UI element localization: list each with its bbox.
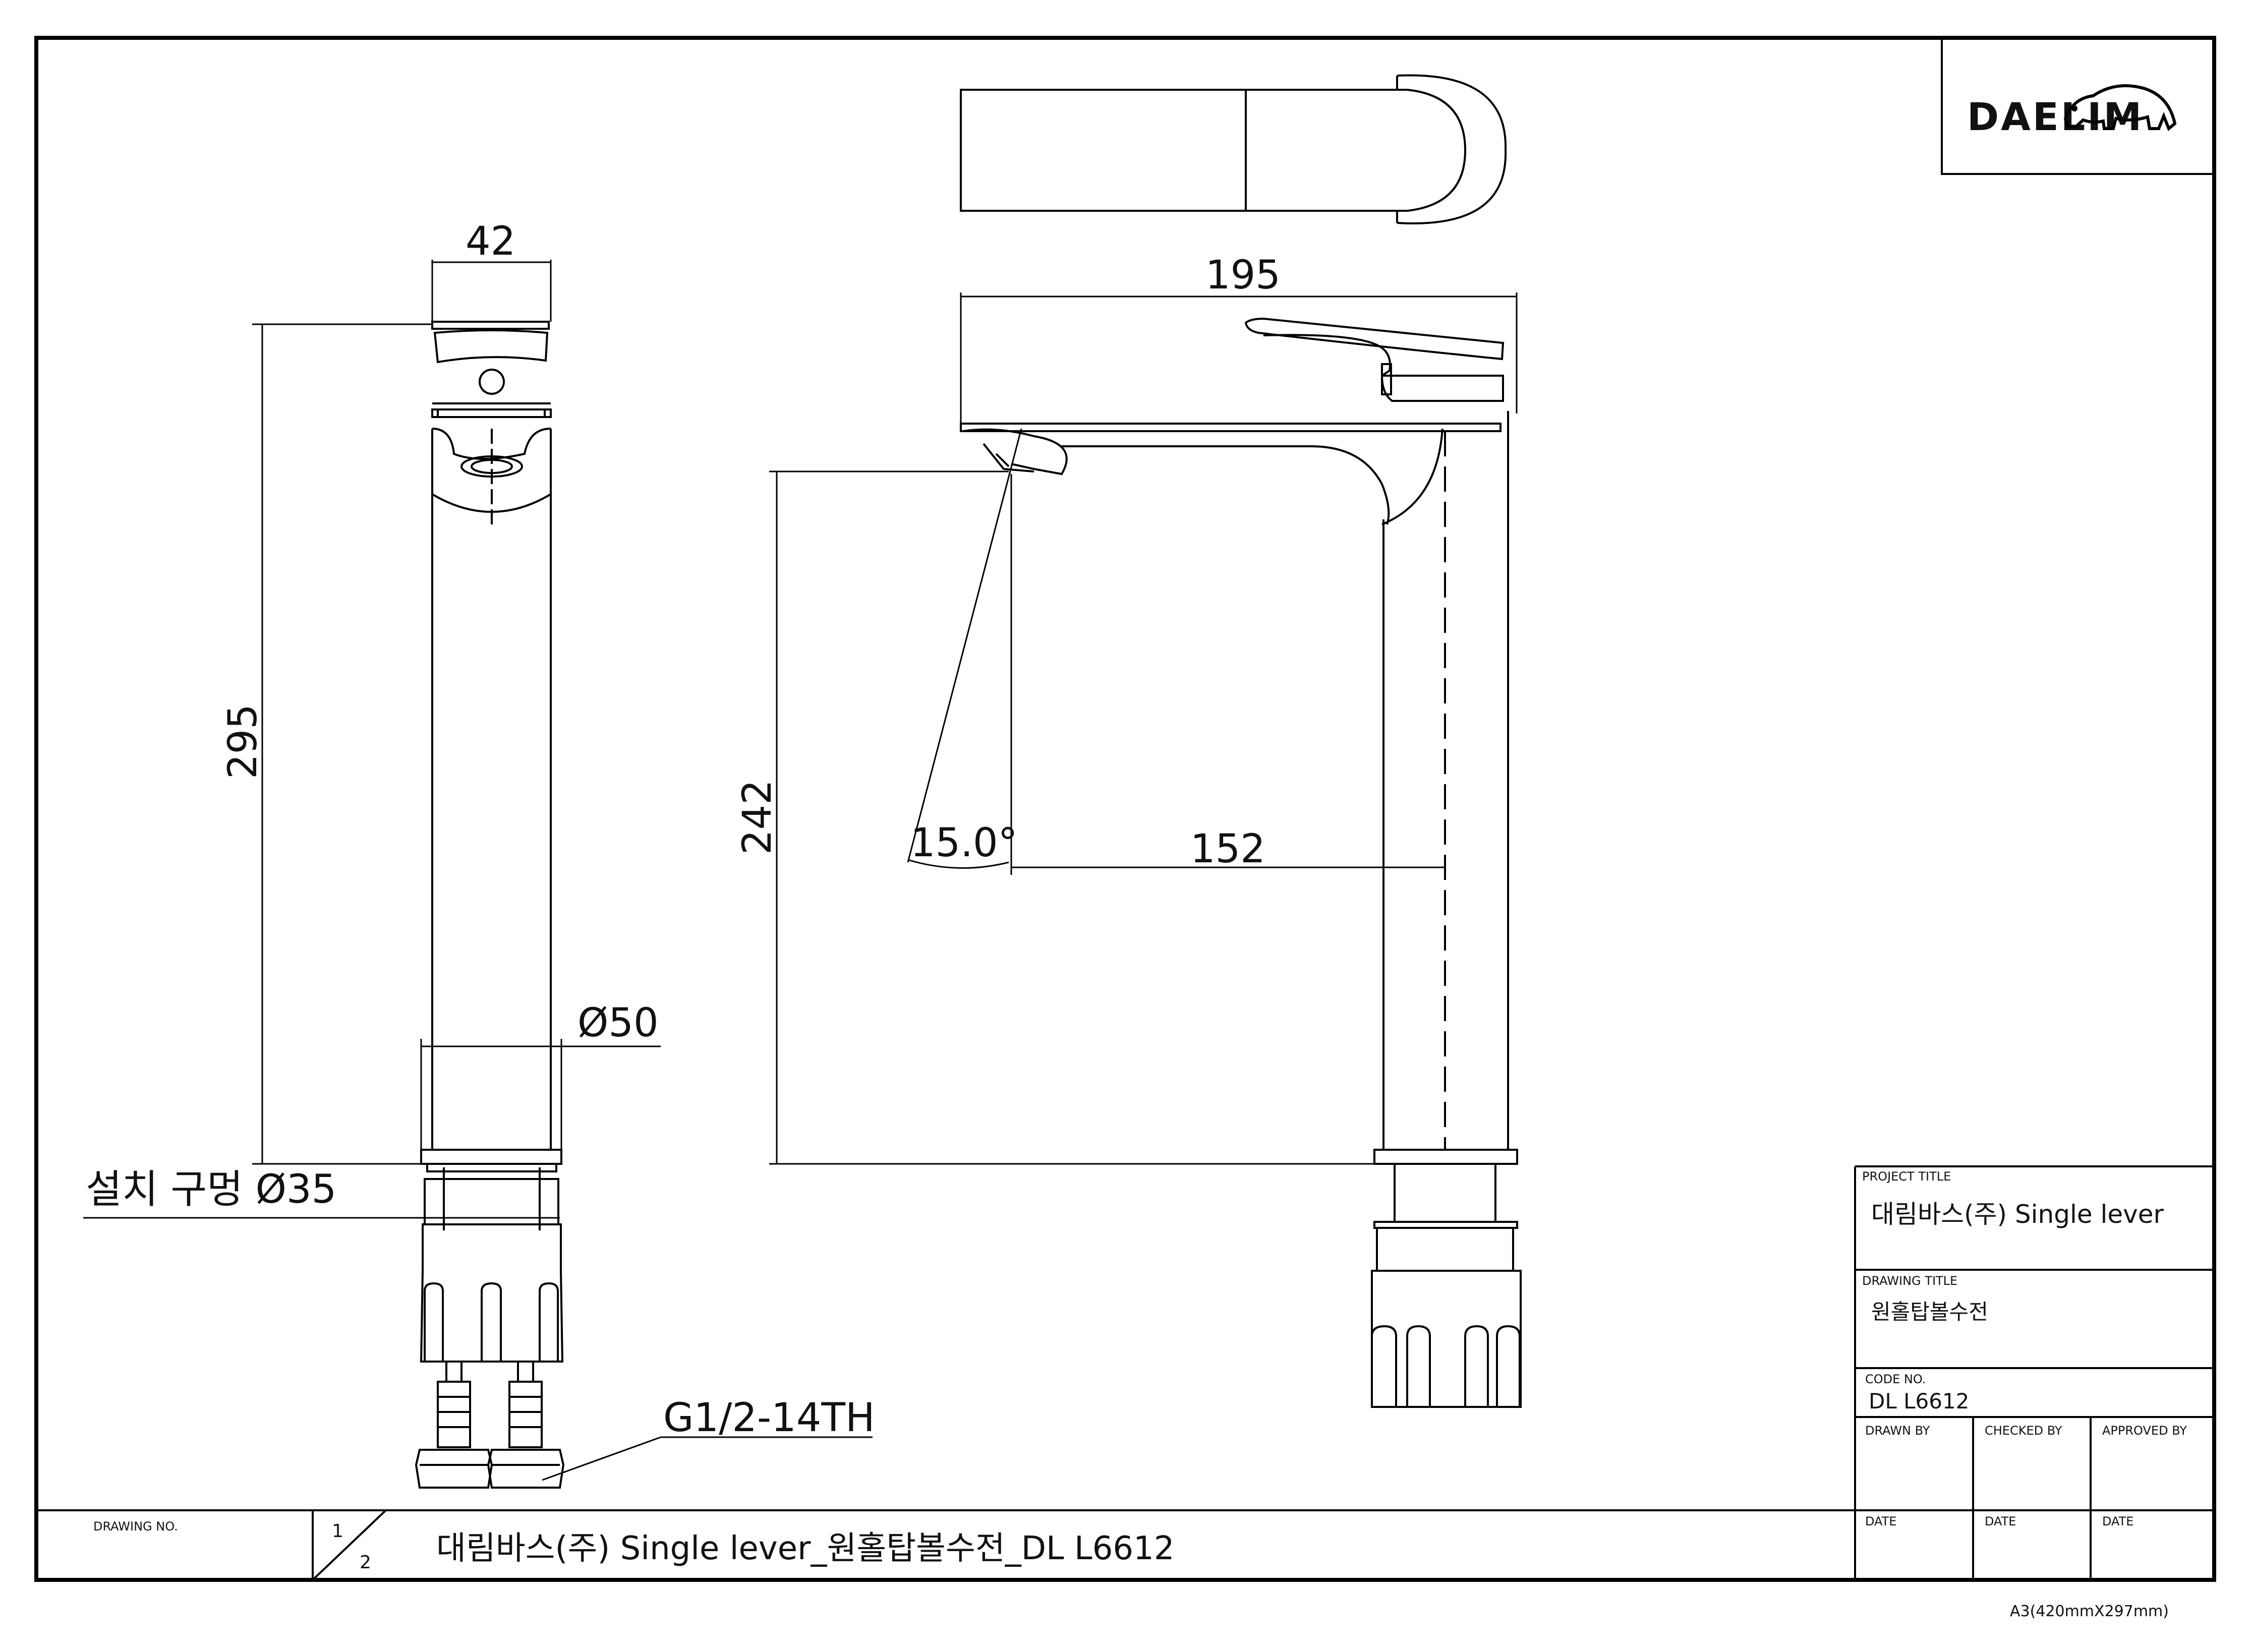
polar-bear-icon [2063, 84, 2177, 131]
width-dimension: 42 [466, 219, 515, 264]
checked-by-label: CHECKED BY [1985, 1424, 2062, 1438]
front-dimension-lines [83, 260, 873, 1481]
sheet-total: 2 [360, 1552, 371, 1573]
spout-height-dimension: 242 [735, 780, 780, 855]
project-title-value: 대림바스(주) Single lever [1871, 1200, 2164, 1229]
side-dimension-text: 195 242 15.0° 152 [735, 253, 1281, 872]
brand-logo-text: DAELIM [1967, 94, 2144, 139]
angle-dimension: 15.0° [910, 820, 1018, 866]
side-view [960, 317, 1522, 1408]
drawn-by-label: DRAWN BY [1865, 1424, 1930, 1438]
spout-offset-dimension: 152 [1190, 827, 1265, 872]
checked-date-label: DATE [1985, 1514, 2016, 1528]
title-block-text: PROJECT TITLE 대림바스(주) Single lever DRAWI… [93, 1169, 2187, 1573]
title-block [36, 1165, 2214, 1581]
side-dimension-lines [769, 292, 1518, 1165]
top-view [960, 74, 1507, 224]
pipe-diameter-dimension: Ø50 [578, 1000, 659, 1046]
project-title-label: PROJECT TITLE [1862, 1169, 1951, 1184]
front-dimension-text: 42 295 Ø50 설치 구멍 Ø35 G1/2-14TH [86, 219, 875, 1441]
drawing-no-label: DRAWING NO. [93, 1519, 178, 1533]
approved-date-label: DATE [2102, 1514, 2133, 1528]
full-drawing-title: 대림바스(주) Single lever_원홀탑볼수전_DL L6612 [436, 1530, 1175, 1567]
front-view [415, 321, 565, 1489]
reach-dimension: 195 [1205, 253, 1281, 298]
drawing-title-value: 원홀탑볼수전 [1871, 1300, 1988, 1324]
paper-size-note: A3(420mmX297mm) [2010, 1603, 2169, 1620]
drawing-title-label: DRAWING TITLE [1862, 1274, 1957, 1288]
logo-box: DAELIM [1941, 38, 2214, 175]
drawn-date-label: DATE [1865, 1514, 1896, 1528]
thread-dimension: G1/2-14TH [663, 1395, 875, 1441]
code-value: DL L6612 [1869, 1389, 1969, 1413]
code-label: CODE NO. [1865, 1372, 1926, 1386]
height-dimension: 295 [220, 704, 266, 779]
sheet-number: 1 [332, 1521, 343, 1542]
drawing-border [34, 36, 2216, 1582]
install-hole-dimension: 설치 구멍 Ø35 [86, 1167, 336, 1212]
approved-by-label: APPROVED BY [2102, 1424, 2187, 1438]
